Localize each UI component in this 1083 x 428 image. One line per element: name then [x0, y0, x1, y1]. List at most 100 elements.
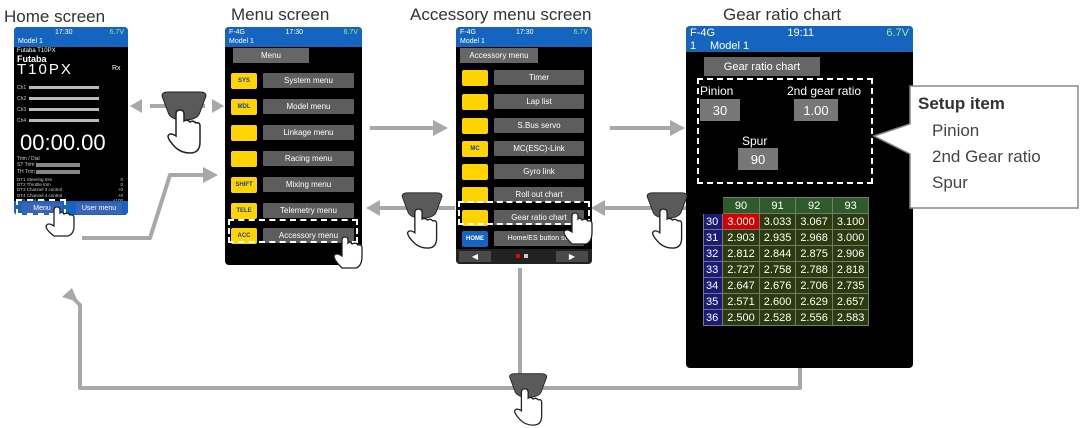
acc-status-time: 17:30 — [516, 29, 534, 36]
table-cell[interactable]: 2.600 — [758, 293, 797, 310]
pinion-label: Pinion — [700, 84, 734, 98]
acc-item-label: Gyro link — [494, 164, 584, 179]
table-cell[interactable]: 2.903 — [722, 229, 760, 246]
table-cell[interactable]: 3.100 — [831, 213, 870, 230]
home-menu-button[interactable]: Menu — [22, 203, 62, 214]
caption-gear-ratio: Gear ratio chart — [723, 5, 842, 24]
tap-hand-icon — [333, 236, 363, 269]
home-battery: 6.7V — [109, 29, 124, 36]
table-cell[interactable]: 2.706 — [795, 277, 833, 294]
trim-row-label: DT2 Throttle trim — [17, 182, 51, 188]
table-cell[interactable]: 2.556 — [795, 309, 833, 326]
menu-item-linkage[interactable]: Linkage menu — [231, 124, 354, 141]
table-cell[interactable]: 2.676 — [758, 277, 797, 294]
table-cell[interactable]: 2.788 — [795, 261, 833, 278]
table-cell-selected[interactable]: 3.000 — [722, 213, 760, 230]
caption-menu-screen: Menu screen — [231, 5, 330, 24]
callout-box — [872, 85, 1079, 209]
home-status-time: 17:30 — [55, 29, 73, 36]
page-indicator-icon — [524, 254, 528, 258]
table-cell[interactable]: 2.875 — [795, 245, 833, 262]
pinion-value[interactable]: 30 — [700, 99, 740, 121]
table-cell[interactable]: 2.657 — [831, 293, 870, 310]
table-cell[interactable]: 2.571 — [722, 293, 760, 310]
callout-title: Setup item — [918, 94, 1005, 113]
table-cell[interactable]: 2.735 — [831, 277, 870, 294]
menu-item-label: Racing menu — [263, 151, 354, 166]
menu-item-label: Linkage menu — [263, 125, 354, 140]
gear-model-number: 1 — [690, 40, 697, 52]
home-icon: HOME — [462, 230, 488, 247]
table-corner — [702, 197, 724, 214]
home-screen: 17:30 6.7V Model 1 Futaba T10PX Futaba T… — [14, 27, 128, 215]
callout-item: Spur — [932, 173, 968, 192]
table-cell[interactable]: 2.727 — [722, 261, 760, 278]
acc-item-label: MC(ESC)-Link — [494, 141, 584, 156]
table-cell[interactable]: 3.000 — [831, 229, 870, 246]
gear2-value[interactable]: 1.00 — [794, 99, 838, 121]
acc-item-gear-ratio-chart[interactable]: Gear ratio chart — [462, 209, 584, 226]
page-prev-button[interactable]: ◀ — [459, 251, 491, 262]
acc-item-sbus-servo[interactable]: S.Bus servo — [462, 117, 584, 134]
row-header: 30 — [702, 213, 724, 230]
table-cell[interactable]: 2.647 — [722, 277, 760, 294]
table-cell[interactable]: 2.583 — [831, 309, 870, 326]
row-header: 35 — [702, 293, 724, 310]
gear-model-name: Model 1 — [710, 40, 750, 52]
table-cell[interactable]: 2.818 — [831, 261, 870, 278]
callout-item: 2nd Gear ratio — [932, 147, 1041, 166]
acc-item-label: Timer — [494, 70, 584, 85]
spur-value[interactable]: 90 — [738, 148, 778, 170]
home-user-menu-button[interactable]: User menu — [76, 203, 122, 214]
setup-items-highlight — [697, 78, 873, 184]
table-cell[interactable]: 2.629 — [795, 293, 833, 310]
trim-row-label: DT3 Channel 3 control — [17, 187, 63, 193]
trim-row: DT3 Channel 3 control+0 — [17, 187, 123, 192]
table-cell[interactable]: 2.935 — [758, 229, 797, 246]
tap-hand-icon — [161, 91, 207, 154]
home-ch4-label: Ch4 — [17, 117, 27, 124]
page-indicator-icon — [516, 254, 520, 258]
acc-bottom-bar: ◀ ▶ — [456, 249, 592, 264]
home-ch-list: Ch1 Ch2 Ch3 Ch4 — [17, 82, 125, 126]
menu-item-racing[interactable]: Racing menu — [231, 150, 354, 167]
gear-status-left: F-4G — [690, 27, 716, 39]
row-header: 32 — [702, 245, 724, 262]
table-cell[interactable]: 3.067 — [795, 213, 833, 230]
table-cell[interactable]: 2.758 — [758, 261, 797, 278]
page-next-button[interactable]: ▶ — [556, 251, 588, 262]
acc-item-gyro-link[interactable]: Gyro link — [462, 163, 584, 180]
row-header: 34 — [702, 277, 724, 294]
acc-item-lap-list[interactable]: Lap list — [462, 93, 584, 110]
acc-model-name: Model 1 — [456, 38, 592, 47]
table-cell[interactable]: 2.968 — [795, 229, 833, 246]
table-cell[interactable]: 2.528 — [758, 309, 797, 326]
acc-item-roll-out-chart[interactable]: Roll out chart — [462, 186, 584, 203]
table-cell[interactable]: 2.812 — [722, 245, 760, 262]
linkage-icon — [231, 124, 257, 141]
acc-item-timer[interactable]: Timer — [462, 69, 584, 86]
gear-status-time: 19:11 — [787, 27, 815, 39]
home-timer[interactable]: 00:00.00 — [20, 130, 106, 155]
column-header: 90 — [722, 197, 760, 214]
table-cell[interactable]: 2.906 — [831, 245, 870, 262]
table-header-row: 90 91 92 93 — [702, 197, 870, 214]
home-st-trim: ST Trim — [17, 162, 35, 168]
table-cell[interactable]: 3.033 — [758, 213, 797, 230]
table-cell[interactable]: 2.500 — [722, 309, 760, 326]
table-cell[interactable]: 2.844 — [758, 245, 797, 262]
home-menu-highlight — [16, 199, 66, 215]
lap-list-icon — [462, 93, 488, 110]
